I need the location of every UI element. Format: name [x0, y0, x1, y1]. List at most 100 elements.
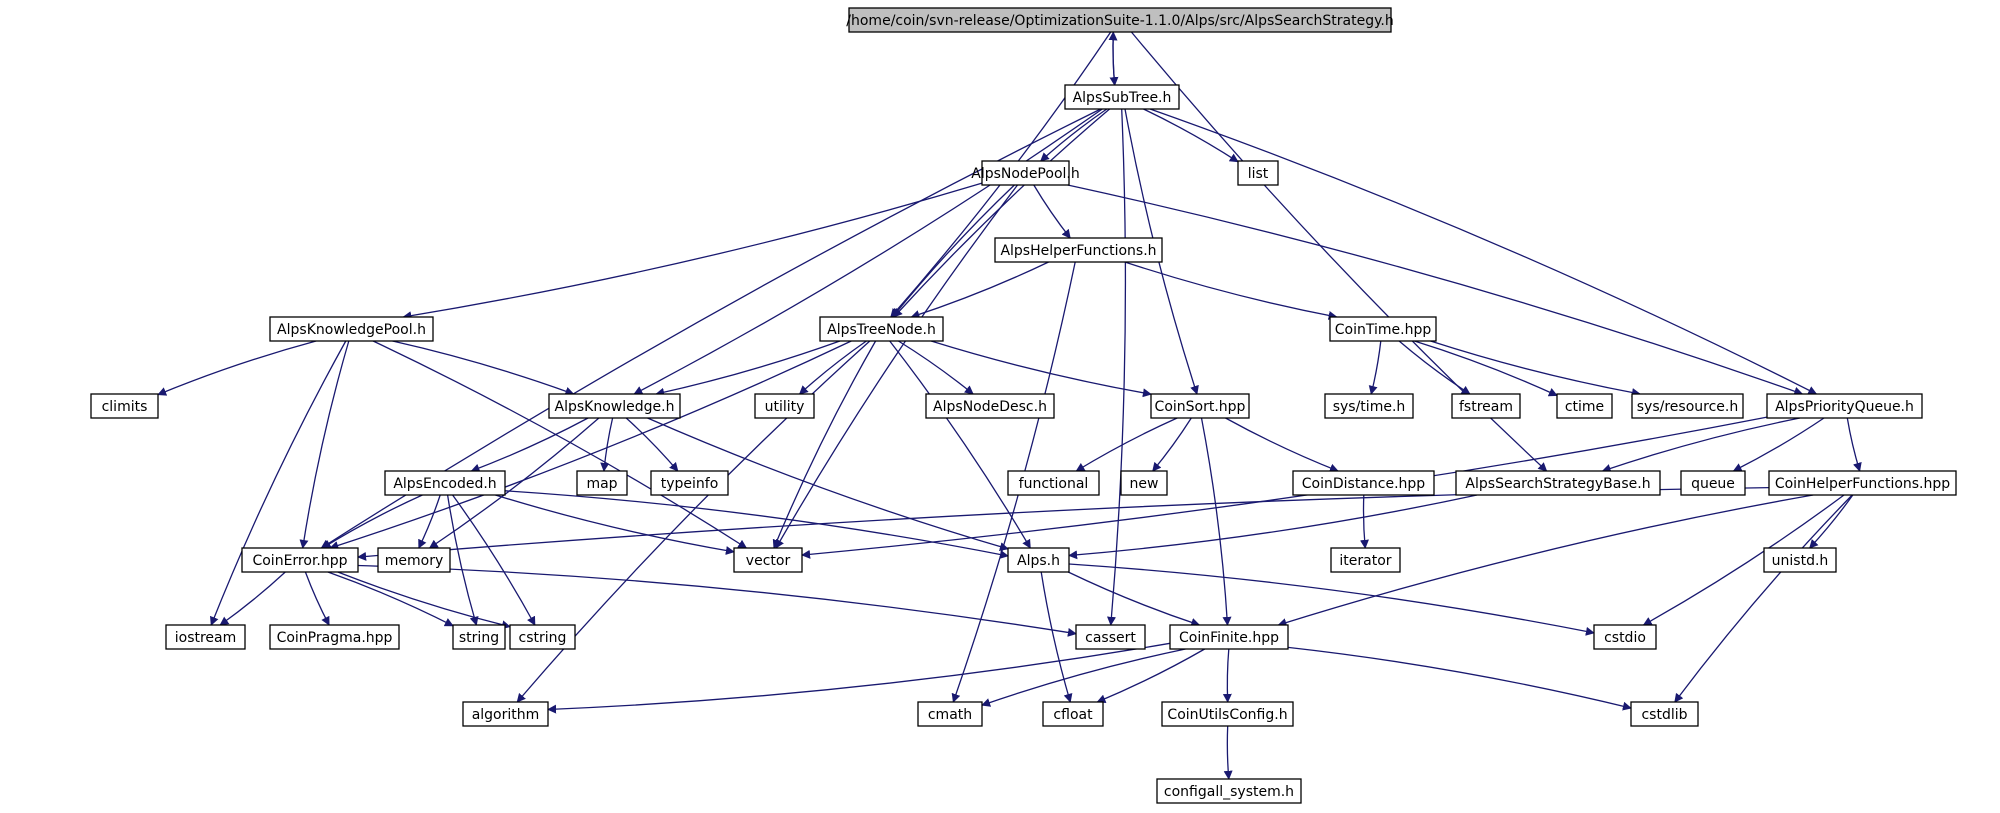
node-label-queue: queue — [1691, 476, 1735, 492]
node-box-queue — [1680, 470, 1746, 496]
edge-coinerror-to-iostream — [219, 571, 286, 626]
node-alpsencoded[interactable]: AlpsEncoded.h — [384, 470, 506, 496]
edge-coinsort-to-coinfinite — [1200, 417, 1232, 626]
edge-alpsknowledge-to-alpsencoded — [470, 417, 589, 473]
node-coinerror[interactable]: CoinError.hpp — [241, 547, 359, 573]
node-queue: queue — [1680, 470, 1746, 496]
node-iostream: iostream — [165, 624, 246, 650]
edge-alpssubtree-to-alpstreenode — [893, 108, 1111, 318]
node-box-coinfinite — [1169, 624, 1289, 650]
edge-coinutilsconfig-to-configall — [1223, 725, 1233, 780]
node-alpssubtree[interactable]: AlpsSubTree.h — [1064, 84, 1180, 110]
node-cstdio: cstdio — [1593, 624, 1657, 650]
node-alpsknowledgepool[interactable]: AlpsKnowledgePool.h — [269, 316, 434, 342]
node-box-alpsknowledge — [548, 393, 681, 419]
node-box-functional — [1007, 470, 1100, 496]
node-box-alpsh — [1007, 547, 1070, 573]
node-coindistance[interactable]: CoinDistance.hpp — [1292, 470, 1435, 496]
node-box-alpspq — [1766, 393, 1923, 419]
edge-alpstreenode-to-utility — [798, 340, 867, 395]
node-box-cstdio — [1593, 624, 1657, 650]
node-coinpragma[interactable]: CoinPragma.hpp — [269, 624, 400, 650]
node-alpsknowledge[interactable]: AlpsKnowledge.h — [548, 393, 681, 419]
node-label-memory: memory — [385, 553, 444, 569]
node-label-alpsssb: AlpsSearchStrategyBase.h — [1465, 476, 1650, 492]
node-configall[interactable]: configall_system.h — [1156, 778, 1302, 804]
node-coinhelper[interactable]: CoinHelperFunctions.hpp — [1768, 470, 1957, 496]
node-box-coinerror — [241, 547, 359, 573]
node-label-cfloat: cfloat — [1053, 707, 1093, 723]
node-ctime: ctime — [1556, 393, 1613, 419]
edge-coinerror-to-cstring — [337, 571, 511, 630]
node-alpsssb[interactable]: AlpsSearchStrategyBase.h — [1455, 470, 1661, 496]
node-box-alpshelper — [994, 237, 1163, 263]
edge-alpstreenode-to-coinerror — [329, 340, 852, 550]
node-label-utility: utility — [765, 399, 805, 415]
node-label-ctime: ctime — [1565, 399, 1604, 415]
node-label-alpshelper: AlpsHelperFunctions.h — [1000, 243, 1156, 259]
edge-coinfinite-to-algorithm — [547, 642, 1171, 714]
node-label-alpssubtree: AlpsSubTree.h — [1073, 90, 1172, 106]
edge-alpsknowledge-to-memory — [428, 417, 600, 549]
edge-alpstreenode-to-alpsknowledge — [655, 340, 841, 397]
node-box-alpsencoded — [384, 470, 506, 496]
edge-alpstreenode-to-vector — [772, 340, 877, 549]
node-label-map: map — [586, 476, 617, 492]
edge-alpsh-to-coinfinite — [1067, 571, 1201, 627]
edge-alpssubtree-to-alpsknowledge — [633, 108, 1103, 395]
node-list: list — [1237, 160, 1279, 186]
node-label-cstdlib: cstdlib — [1641, 707, 1687, 723]
node-box-map — [576, 470, 628, 496]
node-label-string: string — [459, 630, 499, 646]
edge-coinfinite-to-cmath — [981, 648, 1186, 707]
node-label-systime: sys/time.h — [1333, 399, 1406, 415]
edge-coindistance-to-iterator — [1359, 494, 1369, 549]
node-box-cstdlib — [1630, 701, 1699, 727]
node-alpstreenode[interactable]: AlpsTreeNode.h — [819, 316, 944, 342]
node-box-cassert — [1075, 624, 1146, 650]
node-coinsort[interactable]: CoinSort.hpp — [1150, 393, 1250, 419]
node-box-cointime — [1329, 316, 1437, 342]
edge-alpsknowledgepool-to-vector — [372, 340, 748, 549]
node-label-sysresource: sys/resource.h — [1637, 399, 1738, 415]
edge-alpstreenode-to-coinsort — [930, 340, 1152, 398]
node-box-coinutilsconfig — [1161, 701, 1294, 727]
node-coinutilsconfig[interactable]: CoinUtilsConfig.h — [1161, 701, 1294, 727]
node-label-alpsh: Alps.h — [1017, 553, 1060, 569]
edge-alpssubtree-to-root — [1108, 31, 1118, 86]
edge-cointime-to-ctime — [1414, 340, 1558, 397]
node-cointime[interactable]: CoinTime.hpp — [1329, 316, 1437, 342]
edge-alpsh-to-cfloat — [1040, 571, 1073, 703]
node-alpsnodedesc[interactable]: AlpsNodeDesc.h — [925, 393, 1055, 419]
edge-alpsnodepool-to-alpstreenode — [892, 184, 1015, 318]
edge-alpstreenode-to-alpsnodedesc — [898, 340, 974, 395]
node-functional: functional — [1007, 470, 1100, 496]
node-cstring: cstring — [509, 624, 576, 650]
node-box-new — [1120, 470, 1168, 496]
node-alpshelper[interactable]: AlpsHelperFunctions.h — [994, 237, 1163, 263]
node-cassert: cassert — [1075, 624, 1146, 650]
edge-coinhelper-to-cstdlib — [1674, 494, 1853, 703]
node-alpsnodepool[interactable]: AlpsNodePool.h — [971, 160, 1080, 186]
header-nodes: /home/coin/svn-release/OptimizationSuite… — [90, 7, 1957, 804]
node-box-fstream — [1451, 393, 1521, 419]
node-box-cfloat — [1042, 701, 1104, 727]
edge-coinfinite-to-coinutilsconfig — [1222, 648, 1232, 703]
node-alpsh[interactable]: Alps.h — [1007, 547, 1070, 573]
node-cfloat: cfloat — [1042, 701, 1104, 727]
node-label-coindistance: CoinDistance.hpp — [1302, 476, 1426, 492]
node-alpspq[interactable]: AlpsPriorityQueue.h — [1766, 393, 1923, 419]
edge-coinhelper-to-cstdio — [1642, 494, 1845, 626]
node-box-typeinfo — [650, 470, 729, 496]
edge-coinhelper-to-coinfinite — [1277, 494, 1814, 627]
edge-alpshelper-to-alpstreenode — [910, 261, 1049, 319]
node-label-typeinfo: typeinfo — [661, 476, 719, 492]
node-box-systime — [1324, 393, 1414, 419]
node-label-cstdio: cstdio — [1604, 630, 1646, 646]
node-coinfinite[interactable]: CoinFinite.hpp — [1169, 624, 1289, 650]
edge-alpsencoded-to-memory — [418, 494, 441, 549]
node-box-alpsnodepool — [981, 160, 1070, 186]
node-root[interactable]: /home/coin/svn-release/OptimizationSuite… — [846, 7, 1394, 33]
edge-coinerror-to-cassert — [357, 564, 1077, 637]
